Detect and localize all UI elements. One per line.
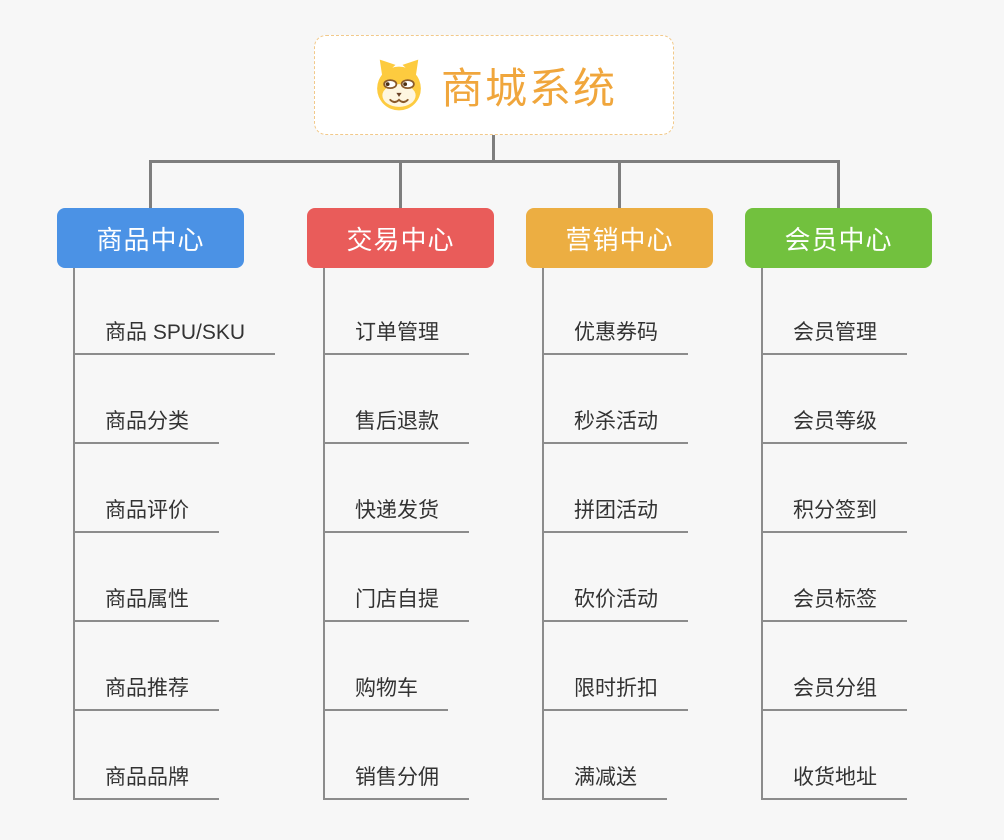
leaf-node[interactable]: 订单管理	[323, 319, 469, 355]
leaf-node[interactable]: 快递发货	[323, 497, 469, 533]
branch-trade-center: 交易中心 订单管理 售后退款 快递发货 门店自提 购物车 销售分佣	[307, 208, 569, 820]
leaf-node[interactable]: 销售分佣	[323, 764, 469, 800]
branch-trunk	[542, 268, 544, 800]
connector-drop	[618, 160, 621, 208]
connector-drop	[149, 160, 152, 208]
leaf-node[interactable]: 会员管理	[761, 319, 907, 355]
leaf-node[interactable]: 拼团活动	[542, 497, 688, 533]
connector-rail	[149, 160, 840, 163]
branch-trunk	[761, 268, 763, 800]
leaf-node[interactable]: 门店自提	[323, 586, 469, 622]
leaf-node[interactable]: 限时折扣	[542, 675, 688, 711]
branch-member-center: 会员中心 会员管理 会员等级 积分签到 会员标签 会员分组 收货地址	[745, 208, 1004, 820]
root-title: 商城系统	[440, 64, 617, 112]
leaf-node[interactable]: 商品属性	[73, 586, 219, 622]
branch-marketing-center: 营销中心 优惠券码 秒杀活动 拼团活动 砍价活动 限时折扣 满减送	[526, 208, 788, 820]
connector-root-stem	[492, 135, 495, 162]
leaf-node[interactable]: 优惠券码	[542, 319, 688, 355]
leaf-node[interactable]: 购物车	[323, 675, 448, 711]
leaf-node[interactable]: 收货地址	[761, 764, 907, 800]
leaf-node[interactable]: 满减送	[542, 764, 667, 800]
branch-header[interactable]: 营销中心	[526, 208, 713, 268]
leaf-node[interactable]: 商品 SPU/SKU	[73, 319, 276, 355]
leaf-node[interactable]: 会员分组	[761, 675, 907, 711]
leaf-node[interactable]: 商品品牌	[73, 764, 219, 800]
branch-label: 营销中心	[565, 224, 674, 255]
branch-label: 交易中心	[346, 224, 455, 255]
leaf-node[interactable]: 会员标签	[761, 586, 907, 622]
connector-drop	[399, 160, 402, 208]
branch-header[interactable]: 会员中心	[745, 208, 932, 268]
branch-trunk	[323, 268, 325, 800]
branch-trunk	[73, 268, 75, 800]
leaf-node[interactable]: 商品分类	[73, 408, 219, 444]
leaf-node[interactable]: 商品评价	[73, 497, 219, 533]
leaf-node[interactable]: 会员等级	[761, 408, 907, 444]
branch-label: 会员中心	[784, 224, 893, 255]
branch-label: 商品中心	[96, 224, 205, 255]
root-node[interactable]: 商城系统	[314, 35, 674, 135]
connector-drop	[837, 160, 840, 208]
leaf-node[interactable]: 商品推荐	[73, 675, 219, 711]
branch-product-center: 商品中心 商品 SPU/SKU 商品分类 商品评价 商品属性 商品推荐 商品品牌	[57, 208, 319, 820]
branch-header[interactable]: 交易中心	[307, 208, 494, 268]
dog-face-icon	[377, 59, 421, 111]
leaf-node[interactable]: 积分签到	[761, 497, 907, 533]
branch-header[interactable]: 商品中心	[57, 208, 244, 268]
leaf-node[interactable]: 售后退款	[323, 408, 469, 444]
leaf-node[interactable]: 秒杀活动	[542, 408, 688, 444]
leaf-node[interactable]: 砍价活动	[542, 586, 688, 622]
